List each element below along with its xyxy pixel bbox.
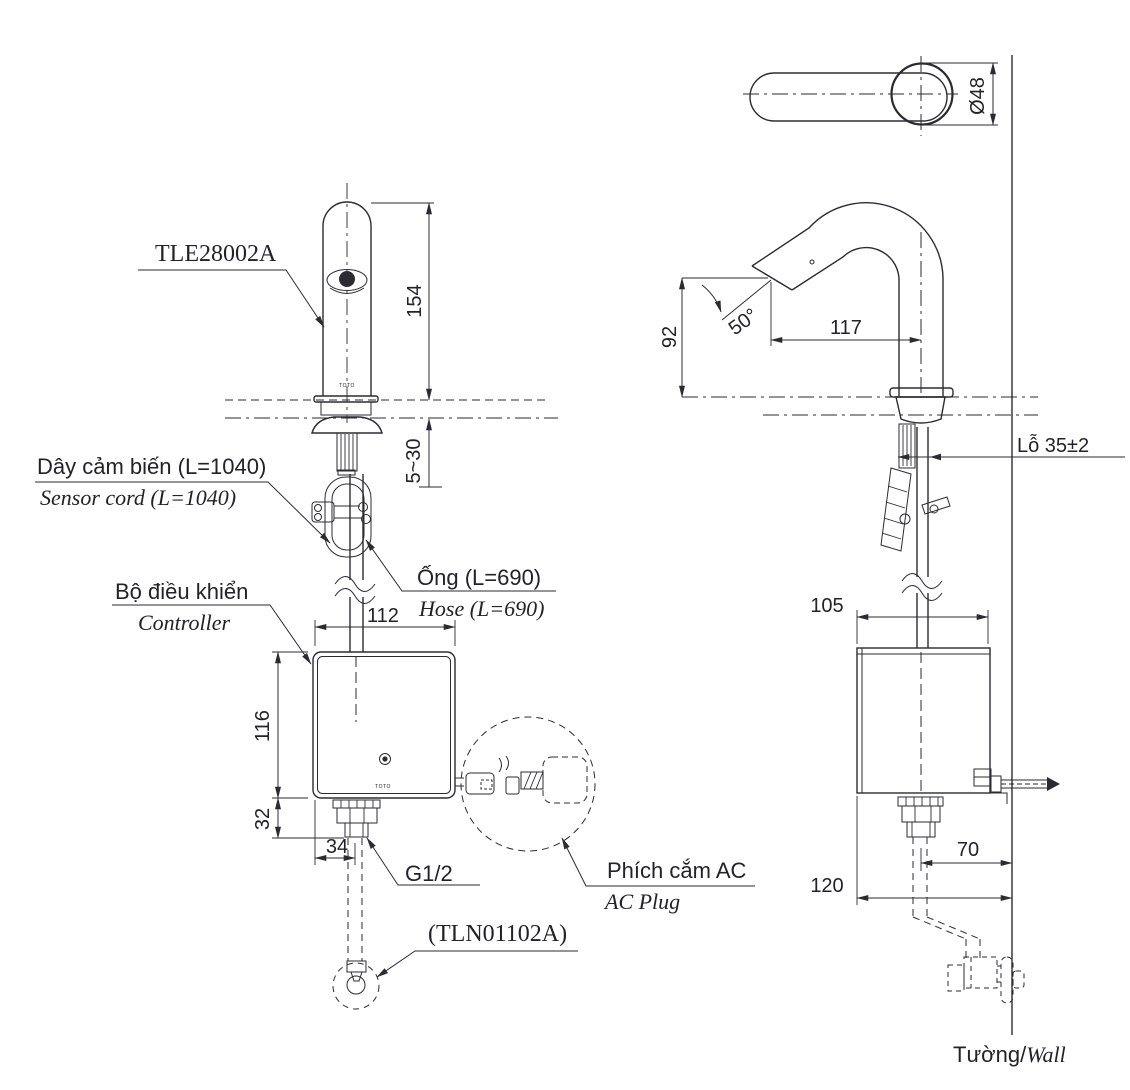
led-indicator-icon xyxy=(379,753,391,765)
label-thread: G1/2 xyxy=(405,861,453,886)
faucet-body xyxy=(322,201,372,396)
callout-labels: TLE28002A Dây cảm biến (L=1040) Sensor c… xyxy=(35,241,1066,1067)
dimension-lines: 154 5~30 112 116 32 34 Ø48 50° 117 92 Lỗ… xyxy=(252,62,1125,905)
stop-valve-front xyxy=(332,960,380,1010)
dim-controller-width: 112 xyxy=(367,605,399,627)
label-ac-plug-vi: Phích cắm AC xyxy=(607,858,747,883)
dim-outlet-height: 92 xyxy=(659,326,681,348)
side-view xyxy=(682,55,1060,1035)
brand-mark-faucet: TOTO xyxy=(339,383,355,389)
mounting-hardware xyxy=(880,423,951,552)
sensor-eye-icon xyxy=(326,269,368,291)
dim-spout-diameter: Ø48 xyxy=(967,77,989,115)
wall-valve-hidden xyxy=(947,956,1025,1004)
dim-controller-depth: 105 xyxy=(810,595,843,617)
dim-shank-length: 32 xyxy=(252,808,274,830)
dim-controller-height: 116 xyxy=(252,710,274,742)
spout-side-profile xyxy=(721,202,944,397)
hose-side xyxy=(901,427,943,648)
label-hose-vi: Ống (L=690) xyxy=(417,564,541,590)
sensor-cord-loop xyxy=(311,476,372,558)
sensor-pupil-icon xyxy=(339,271,355,287)
label-angle-stop: (TLN01102A) xyxy=(428,921,567,947)
dim-spout-reach: 117 xyxy=(830,317,862,339)
dim-supply-offset: 70 xyxy=(957,839,979,861)
label-ac-plug-en: AC Plug xyxy=(603,889,680,914)
outlet-fitting-side xyxy=(897,796,944,838)
dim-spout-height: 154 xyxy=(404,284,426,317)
outlet-fitting xyxy=(332,799,381,838)
dim-drain-offset: 34 xyxy=(326,836,348,858)
label-hose-en: Hose (L=690) xyxy=(418,596,544,621)
dim-hole-diameter: Lỗ 35±2 xyxy=(1017,434,1089,457)
spout-top-view xyxy=(743,56,958,136)
controller-box-side xyxy=(856,647,1060,804)
label-wall: Tường/Wall xyxy=(953,1042,1066,1067)
label-controller-en: Controller xyxy=(138,610,231,635)
brand-mark-controller: TOTO xyxy=(375,784,391,790)
dim-deck-thickness: 5~30 xyxy=(403,438,425,483)
label-sensor-cord-en: Sensor cord (L=1040) xyxy=(40,485,236,510)
label-controller-vi: Bộ điều khiển xyxy=(115,579,248,604)
wall-screw-icon xyxy=(990,775,1060,793)
dim-controller-wall-offset: 120 xyxy=(810,875,843,897)
controller-box: TOTO xyxy=(312,651,456,799)
dim-spout-angle: 50° xyxy=(725,304,762,340)
label-part-number: TLE28002A xyxy=(155,241,277,267)
faucet-shank xyxy=(336,432,358,472)
break-symbol xyxy=(334,576,376,592)
label-sensor-cord-vi: Dây cảm biến (L=1040) xyxy=(37,454,266,479)
ac-plug-detail xyxy=(455,716,596,852)
supply-pipe-hidden xyxy=(912,837,981,958)
front-view: TOTO xyxy=(225,183,596,1010)
